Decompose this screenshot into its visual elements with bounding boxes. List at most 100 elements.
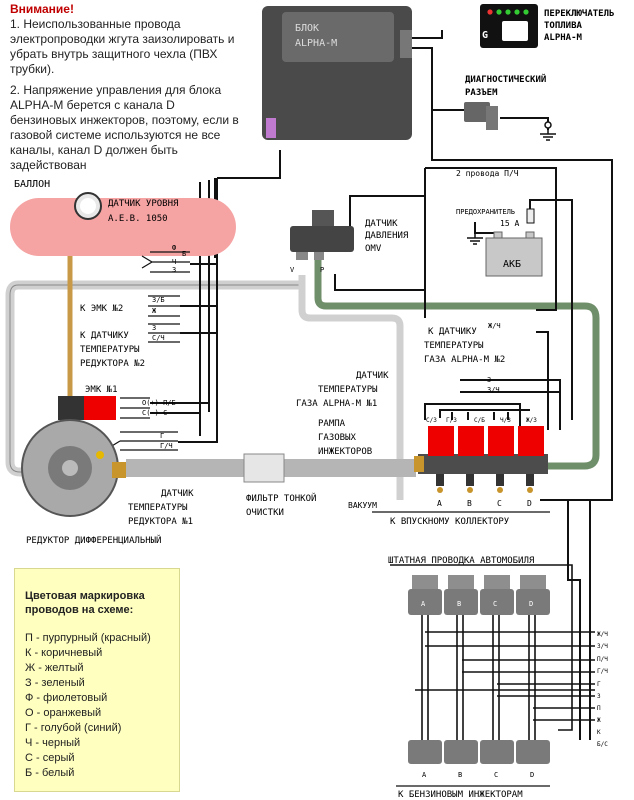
car-top-a: А: [421, 600, 426, 608]
pressure-label-1: ДАТЧИК: [365, 219, 398, 229]
tank-wire-ch: Ч: [172, 258, 176, 266]
level-sensor-label-2: А.Е.В. 1050: [108, 214, 168, 224]
car-top-c: С: [493, 600, 497, 608]
diagnostic-connector: [464, 102, 498, 130]
fuse-label: ПРЕДОХРАНИТЕЛЬ: [456, 208, 515, 216]
emk1-wire-2: С(-) С: [142, 409, 167, 417]
reducer: [21, 419, 126, 517]
gas-temp1-label-2: ТЕМПЕРАТУРЫ: [318, 385, 378, 395]
rail-wire-5: Ж/З: [526, 417, 537, 424]
reducer-wire-2: Г/Ч: [160, 442, 173, 450]
level-sensor-label-1: ДАТЧИК УРОВНЯ: [108, 199, 178, 209]
reducer-sensor-label-1: ДАТЧИК: [161, 489, 194, 499]
vacuum-label: ВАКУУМ: [348, 501, 377, 510]
to-injectors-label: К БЕНЗИНОВЫМ ИНЖЕКТОРАМ: [398, 790, 523, 800]
tank-wire-z: З: [172, 266, 176, 274]
green-pipe: [314, 260, 600, 470]
attention-notes: Внимание! 1. Неиспользованные провода эл…: [10, 2, 242, 179]
rail-wire-3: С/Б: [474, 417, 485, 424]
legend-item: Б - белый: [25, 767, 75, 779]
temp2-label-1: К ДАТЧИКУ: [80, 331, 129, 341]
car-wire-label: Г: [597, 681, 601, 688]
legend-item: Ч - черный: [25, 737, 81, 749]
fuse-rating: 15 А: [500, 219, 519, 228]
rail-wire-2: Г/З: [446, 417, 457, 424]
car-wire-label: П: [597, 705, 601, 712]
car-top-b: В: [457, 600, 461, 608]
gas-pipe-gray-outline: [9, 284, 300, 473]
reducer-sensor-label-2: ТЕМПЕРАТУРЫ: [128, 503, 188, 513]
pressure-label-2: ДАВЛЕНИЯ: [365, 231, 408, 241]
tank-wire-f: Ф: [172, 244, 176, 252]
car-wire-label: Ж/Ч: [597, 631, 608, 638]
car-wire-label: Ж: [597, 717, 601, 724]
switch-label-1: ПЕРЕКЛЮЧАТЕЛЬ: [544, 9, 614, 19]
filter-label-2: ОЧИСТКИ: [246, 508, 284, 518]
legend-item: О - оранжевый: [25, 707, 102, 719]
ground-symbol-2: [467, 222, 483, 245]
attention-note-2: 2. Напряжение управления для блока ALPHA…: [10, 83, 239, 172]
rail-wire-1: С/З: [426, 417, 437, 424]
car-bottom-b: В: [458, 771, 462, 779]
rail-channel-a: А: [437, 499, 442, 508]
legend-item: З - зеленый: [25, 677, 85, 689]
battery-icon: [485, 231, 543, 277]
gas-temp2-label-2: ТЕМПЕРАТУРЫ: [424, 341, 484, 351]
legend-item: С - серый: [25, 752, 75, 764]
tank-wire-connector: [141, 251, 190, 273]
attention-note-1: 1. Неиспользованные провода электропрово…: [10, 17, 235, 76]
legend-item: Г - голубой (синий): [25, 722, 122, 734]
car-bottom-connectors: [408, 740, 550, 764]
pressure-pin-v: V: [290, 266, 295, 274]
gas-temp1-wire-1: З: [487, 376, 491, 384]
temp2-wire-2: С/Ч: [152, 334, 165, 342]
gas-temp2-wire: Ж/Ч: [488, 322, 501, 330]
temp2-wire-1: З: [152, 324, 156, 332]
diag-label-1: ДИАГНОСТИЧЕСКИЙ: [465, 73, 546, 85]
emk2-connector: [148, 295, 180, 317]
ecu-label-1: БЛОК: [295, 23, 319, 34]
car-wire-label: К: [597, 729, 601, 736]
legend-item: Ж - желтый: [25, 662, 84, 674]
temp2-connector: [148, 323, 180, 343]
reducer-label: РЕДУКТОР ДИФФЕРЕНЦИАЛЬНЫЙ: [26, 534, 161, 546]
manifold-label: К ВПУСКНОМУ КОЛЛЕКТОРУ: [390, 517, 510, 527]
ground-symbol-1: [540, 121, 556, 141]
car-wire-label: Г/Ч: [597, 668, 608, 675]
attention-title: Внимание!: [10, 2, 74, 16]
gas-temp2-label-1: К ДАТЧИКУ: [428, 327, 477, 337]
battery-wires-label: 2 провода П/Ч: [456, 169, 519, 178]
rail-label-3: ИНЖЕКТОРОВ: [318, 447, 372, 457]
tank-label: БАЛЛОН: [14, 179, 50, 190]
rail-wire-4: Ч/З: [500, 417, 511, 424]
gas-temp1-label-1: ДАТЧИК: [356, 371, 389, 381]
switch-g-letter: G: [482, 30, 488, 41]
rail-label-2: ГАЗОВЫХ: [318, 433, 357, 443]
ecu-label-2: ALPHA-M: [295, 38, 337, 49]
emk2-label: К ЭМК №2: [80, 304, 123, 314]
emk1-valve: [58, 396, 116, 420]
gas-temp1-label-3: ГАЗА ALPHA-M №1: [296, 399, 377, 409]
diag-label-2: РАЗЪЕМ: [465, 88, 498, 98]
ecu-block: [262, 6, 412, 140]
level-sensor-gauge: [74, 192, 102, 220]
reducer-wire-1: Г: [160, 432, 164, 440]
pressure-pin-p: P: [320, 266, 324, 274]
legend-title: Цветовая маркировка проводов на схеме:: [25, 590, 145, 616]
filter-label-1: ФИЛЬТР ТОНКОЙ: [246, 492, 316, 504]
switch-button[interactable]: [502, 21, 528, 41]
car-bottom-c: С: [494, 771, 498, 779]
car-wire-label: З: [597, 693, 601, 700]
emk1-label: ЭМК №1: [85, 385, 118, 395]
car-harness-title: ШТАТНАЯ ПРОВОДКА АВТОМОБИЛЯ: [388, 556, 534, 566]
switch-leds: [487, 9, 529, 15]
legend-item: П - пурпурный (красный): [25, 632, 151, 644]
car-bottom-d: D: [530, 771, 534, 779]
car-wire-labels: Ж/Ч З/Ч П/Ч Г/Ч Г З П Ж К Б/С: [597, 631, 608, 748]
car-bottom-a: А: [422, 771, 427, 779]
car-wire-label: П/Ч: [597, 656, 608, 663]
gas-temp1-wire-2: З/Ч: [487, 386, 500, 394]
car-top-d: D: [529, 600, 533, 608]
tank-wire-b: Б: [182, 250, 186, 258]
